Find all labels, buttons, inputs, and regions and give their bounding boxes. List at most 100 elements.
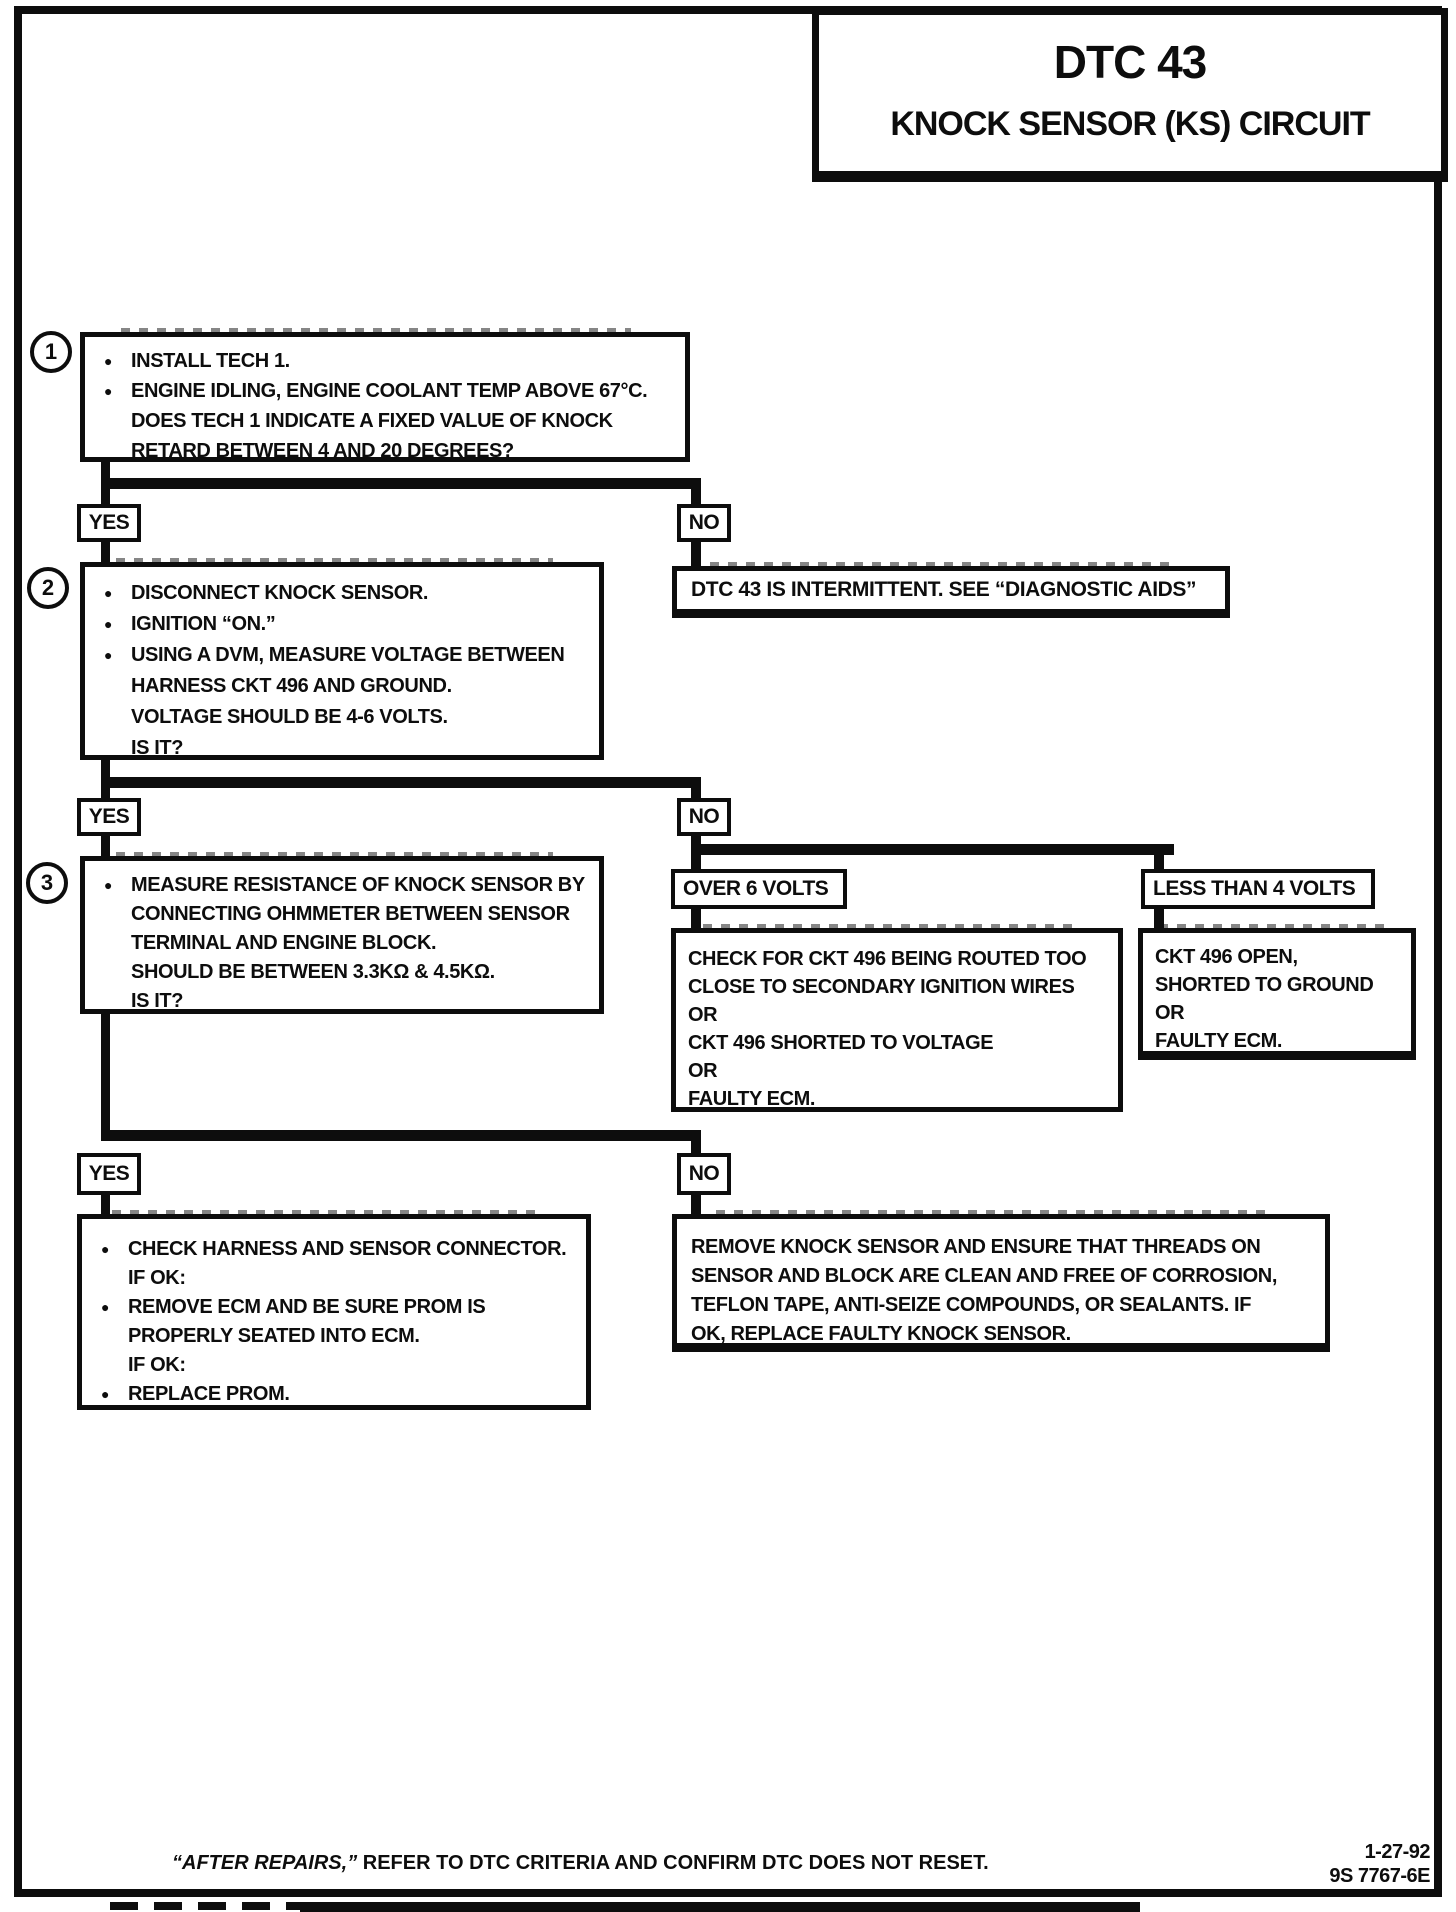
- step-1-box: ● INSTALL TECH 1. ● ENGINE IDLING, ENGINE …: [80, 328, 690, 462]
- final-no-line: SENSOR AND BLOCK ARE CLEAN AND FREE OF C…: [691, 1265, 1277, 1287]
- yes-label-1: YES: [77, 504, 141, 542]
- step-3-line: MEASURE RESISTANCE OF KNOCK SENSOR BY: [131, 874, 585, 896]
- flow-line: PROPERLY SEATED INTO ECM.: [82, 1322, 586, 1351]
- connector: [101, 1195, 110, 1216]
- flow-line: ● MEASURE RESISTANCE OF KNOCK SENSOR BY: [85, 871, 599, 900]
- flow-line: VOLTAGE SHOULD BE 4-6 VOLTS.: [85, 702, 599, 733]
- connector: [691, 855, 701, 871]
- check-routing-box: CHECK FOR CKT 496 BEING ROUTED TOO CLOSE…: [671, 924, 1123, 1112]
- page-subtitle: KNOCK SENSOR (KS) CIRCUIT: [890, 105, 1370, 143]
- page-border-frame: [14, 6, 1442, 1897]
- step-3-number: 3: [26, 862, 68, 904]
- bullet-icon: ●: [103, 877, 113, 893]
- step-3-line: IS IT?: [131, 990, 184, 1012]
- final-yes-line: IF OK:: [128, 1354, 186, 1376]
- connector: [691, 844, 1174, 855]
- step-3-line: TERMINAL AND ENGINE BLOCK.: [131, 932, 437, 954]
- no-label-2: NO: [677, 798, 731, 836]
- connector: [101, 836, 110, 858]
- connector: [691, 777, 701, 800]
- step-1-line: RETARD BETWEEN 4 AND 20 DEGREES?: [131, 440, 514, 462]
- connector: [691, 478, 701, 506]
- step-2-line: USING A DVM, MEASURE VOLTAGE BETWEEN: [131, 644, 565, 666]
- flow-line: ●REPLACE PROM.: [82, 1380, 586, 1409]
- intermittent-text: DTC 43 IS INTERMITTENT. SEE “DIAGNOSTIC …: [691, 578, 1197, 601]
- step-2-number: 2: [27, 567, 69, 609]
- bullet-icon: ●: [103, 585, 113, 601]
- final-yes-line: PROPERLY SEATED INTO ECM.: [128, 1325, 420, 1347]
- flow-line: ● ENGINE IDLING, ENGINE COOLANT TEMP ABOV…: [85, 376, 685, 406]
- connector: [101, 1130, 701, 1141]
- connector: [101, 478, 701, 489]
- flow-line: IF OK:: [82, 1351, 586, 1380]
- flow-line: IF OK:: [82, 1264, 586, 1293]
- flow-line: TERMINAL AND ENGINE BLOCK.: [85, 929, 599, 958]
- step-2-line: VOLTAGE SHOULD BE 4-6 VOLTS.: [131, 706, 448, 728]
- flow-line: IS IT?: [85, 733, 599, 764]
- connector: [691, 908, 701, 930]
- bullet-icon: ●: [103, 647, 113, 663]
- connector: [101, 540, 110, 564]
- ckt-open-line: OR: [1155, 1002, 1185, 1024]
- ckt-open-line: SHORTED TO GROUND: [1155, 974, 1374, 996]
- flow-line: SHOULD BE BETWEEN 3.3KΩ & 4.5KΩ.: [85, 958, 599, 987]
- flow-line: RETARD BETWEEN 4 AND 20 DEGREES?: [85, 436, 685, 466]
- step-2-box: ● DISCONNECT KNOCK SENSOR. ●IGNITION “ON.…: [80, 558, 604, 760]
- bullet-icon: ●: [103, 616, 113, 632]
- document-number: 9S 7767-6E: [1329, 1865, 1430, 1887]
- flow-line: ● REMOVE ECM AND BE SURE PROM IS: [82, 1293, 586, 1322]
- ckt-open-line: CKT 496 OPEN,: [1155, 946, 1298, 968]
- footer-note: “AFTER REPAIRS,” REFER TO DTC CRITERIA A…: [172, 1852, 989, 1875]
- bullet-icon: ●: [103, 383, 113, 399]
- footer-note-rest: REFER TO DTC CRITERIA AND CONFIRM DTC DO…: [357, 1852, 989, 1874]
- step-1-line: INSTALL TECH 1.: [131, 350, 290, 372]
- final-yes-line: REPLACE PROM.: [128, 1383, 290, 1405]
- step-1-number: 1: [30, 331, 72, 373]
- connector: [691, 1130, 701, 1155]
- step-1-line: DOES TECH 1 INDICATE A FIXED VALUE OF KN…: [131, 410, 613, 432]
- connector: [101, 1012, 110, 1141]
- final-yes-box: ● CHECK HARNESS AND SENSOR CONNECTOR. IF …: [77, 1210, 591, 1410]
- document-id-block: 1-27-92 9S 7767-6E: [1230, 1840, 1430, 1888]
- check-routing-line: OR: [688, 1004, 718, 1026]
- less-than-4-volts-label: LESS THAN 4 VOLTS: [1141, 869, 1375, 909]
- connector: [1154, 855, 1164, 871]
- intermittent-result-box: DTC 43 IS INTERMITTENT. SEE “DIAGNOSTIC …: [672, 562, 1230, 618]
- bullet-icon: ●: [100, 1299, 110, 1315]
- bullet-icon: ●: [100, 1241, 110, 1257]
- final-no-box: REMOVE KNOCK SENSOR AND ENSURE THAT THRE…: [672, 1210, 1330, 1352]
- flow-line: ●IGNITION “ON.”: [85, 609, 599, 640]
- connector: [1154, 908, 1164, 930]
- ckt-open-box: CKT 496 OPEN, SHORTED TO GROUND OR FAULT…: [1138, 924, 1416, 1060]
- flow-line: ● INSTALL TECH 1.: [85, 346, 685, 376]
- step-2-line: IS IT?: [131, 737, 184, 759]
- final-no-line: TEFLON TAPE, ANTI-SEIZE COMPOUNDS, OR SE…: [691, 1294, 1252, 1316]
- flow-line: HARNESS CKT 496 AND GROUND.: [85, 671, 599, 702]
- check-routing-line: CLOSE TO SECONDARY IGNITION WIRES: [688, 976, 1075, 998]
- check-routing-line: OR: [688, 1060, 718, 1082]
- bullet-icon: ●: [103, 353, 113, 369]
- final-no-line: REMOVE KNOCK SENSOR AND ENSURE THAT THRE…: [691, 1236, 1261, 1258]
- final-no-line: OK, REPLACE FAULTY KNOCK SENSOR.: [691, 1323, 1071, 1345]
- scan-artifact-bar: [300, 1902, 1140, 1912]
- flow-line: ● USING A DVM, MEASURE VOLTAGE BETWEEN: [85, 640, 599, 671]
- title-box: DTC 43 KNOCK SENSOR (KS) CIRCUIT: [812, 8, 1448, 182]
- no-label-3: NO: [677, 1153, 731, 1195]
- connector: [691, 836, 701, 848]
- page-title: DTC 43: [1053, 36, 1207, 88]
- footer-note-quoted: “AFTER REPAIRS,”: [172, 1852, 358, 1874]
- step-2-line: HARNESS CKT 496 AND GROUND.: [131, 675, 452, 697]
- final-yes-line: CHECK HARNESS AND SENSOR CONNECTOR.: [128, 1238, 567, 1260]
- step-3-line: CONNECTING OHMMETER BETWEEN SENSOR: [131, 903, 570, 925]
- over-6-volts-label: OVER 6 VOLTS: [671, 869, 847, 909]
- connector: [691, 1195, 701, 1216]
- step-1-line: ENGINE IDLING, ENGINE COOLANT TEMP ABOVE…: [131, 380, 648, 402]
- check-routing-line: CKT 496 SHORTED TO VOLTAGE: [688, 1032, 994, 1054]
- final-yes-line: IF OK:: [128, 1267, 186, 1289]
- connector: [691, 540, 701, 568]
- final-yes-line: REMOVE ECM AND BE SURE PROM IS: [128, 1296, 486, 1318]
- step-3-box: ● MEASURE RESISTANCE OF KNOCK SENSOR BY C…: [80, 852, 604, 1014]
- step-2-line: DISCONNECT KNOCK SENSOR.: [131, 582, 429, 604]
- step-3-line: SHOULD BE BETWEEN 3.3KΩ & 4.5KΩ.: [131, 961, 495, 983]
